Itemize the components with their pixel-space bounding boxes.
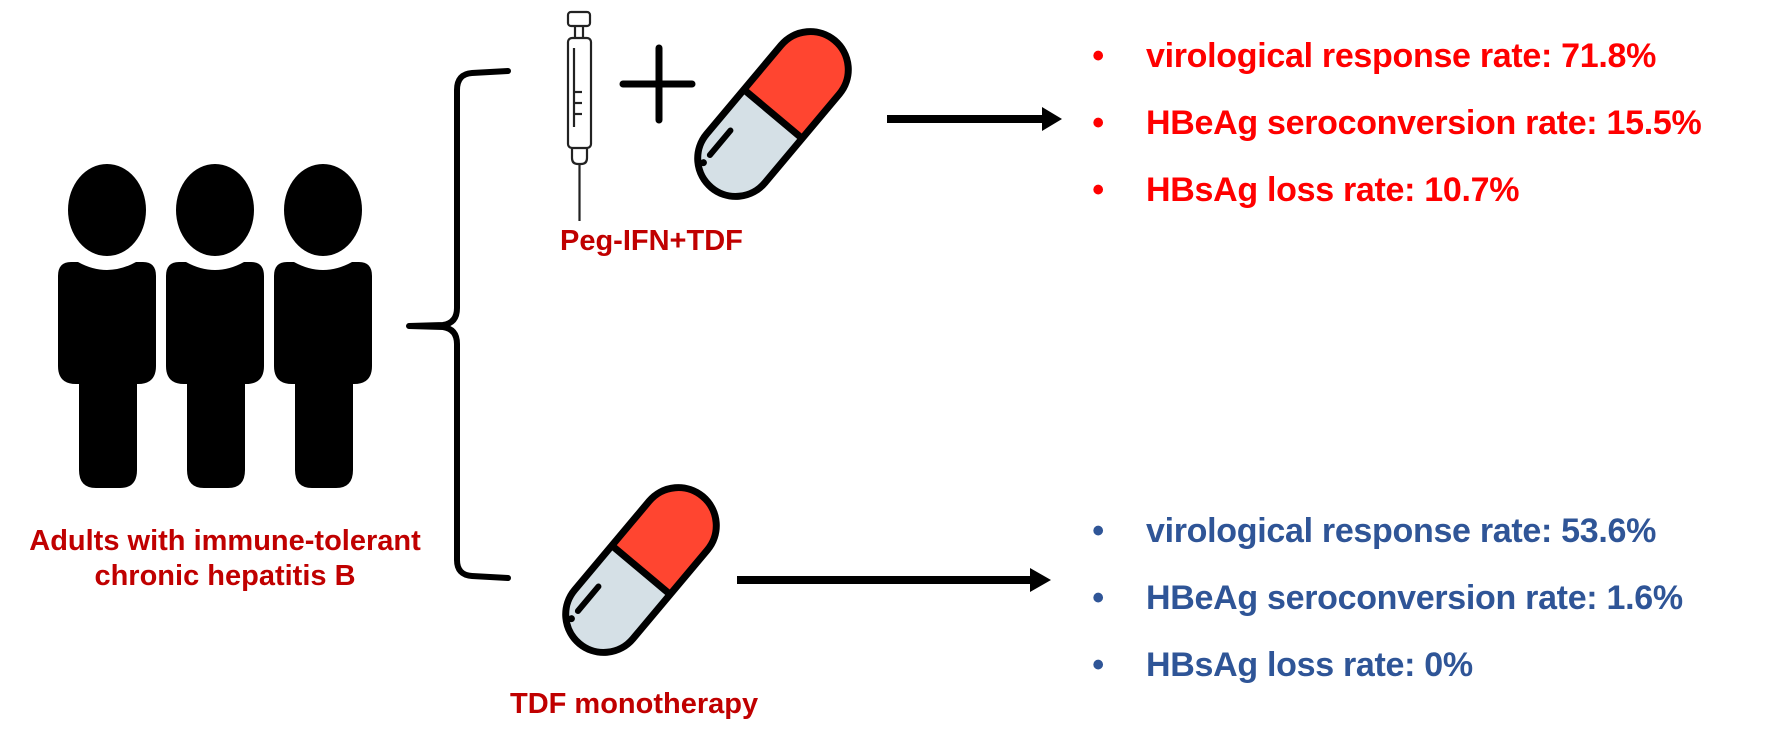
people-group-icon bbox=[58, 164, 372, 488]
bullet-icon: • bbox=[1092, 646, 1104, 684]
person-icon bbox=[166, 164, 264, 488]
outcomes-list-combination: • virological response rate: 71.8% • HBe… bbox=[1088, 36, 1702, 237]
arm-label-monotherapy: TDF monotherapy bbox=[510, 688, 759, 720]
outcome-text: virological response rate: 53.6% bbox=[1146, 512, 1657, 550]
capsule-icon bbox=[694, 28, 852, 200]
outcome-text: virological response rate: 71.8% bbox=[1146, 37, 1657, 75]
bullet-icon: • bbox=[1092, 579, 1104, 617]
arm-label-combination: Peg-IFN+TDF bbox=[560, 225, 743, 257]
population-label: Adults with immune-tolerant chronic hepa… bbox=[0, 524, 450, 594]
arrow-right-icon bbox=[737, 568, 1051, 592]
plus-icon bbox=[619, 44, 696, 124]
bullet-icon: • bbox=[1092, 512, 1104, 550]
outcome-item: • virological response rate: 53.6% bbox=[1088, 511, 1683, 578]
bullet-icon: • bbox=[1092, 171, 1104, 209]
outcome-text: HBsAg loss rate: 0% bbox=[1146, 646, 1473, 684]
curly-bracket-icon bbox=[406, 68, 511, 581]
bullet-icon: • bbox=[1092, 37, 1104, 75]
population-label-line1: Adults with immune-tolerant bbox=[29, 525, 421, 557]
outcome-text: HBeAg seroconversion rate: 15.5% bbox=[1146, 104, 1702, 142]
bullet-icon: • bbox=[1092, 104, 1104, 142]
outcome-text: HBsAg loss rate: 10.7% bbox=[1146, 171, 1520, 209]
outcome-item: • virological response rate: 71.8% bbox=[1088, 36, 1701, 103]
outcome-item: • HBeAg seroconversion rate: 15.5% bbox=[1088, 103, 1702, 170]
outcome-item: • HBsAg loss rate: 0% bbox=[1088, 645, 1683, 712]
outcome-item: • HBeAg seroconversion rate: 1.6% bbox=[1088, 578, 1683, 645]
population-label-line2: chronic hepatitis B bbox=[94, 560, 356, 592]
outcome-item: • HBsAg loss rate: 10.7% bbox=[1088, 170, 1701, 237]
outcome-text: HBeAg seroconversion rate: 1.6% bbox=[1146, 579, 1683, 617]
syringe-icon bbox=[566, 10, 593, 221]
person-icon bbox=[58, 164, 156, 488]
outcomes-list-monotherapy: • virological response rate: 53.6% • HBe… bbox=[1088, 511, 1683, 712]
person-icon bbox=[274, 164, 372, 488]
capsule-icon bbox=[562, 484, 720, 656]
arrow-right-icon bbox=[887, 107, 1062, 131]
